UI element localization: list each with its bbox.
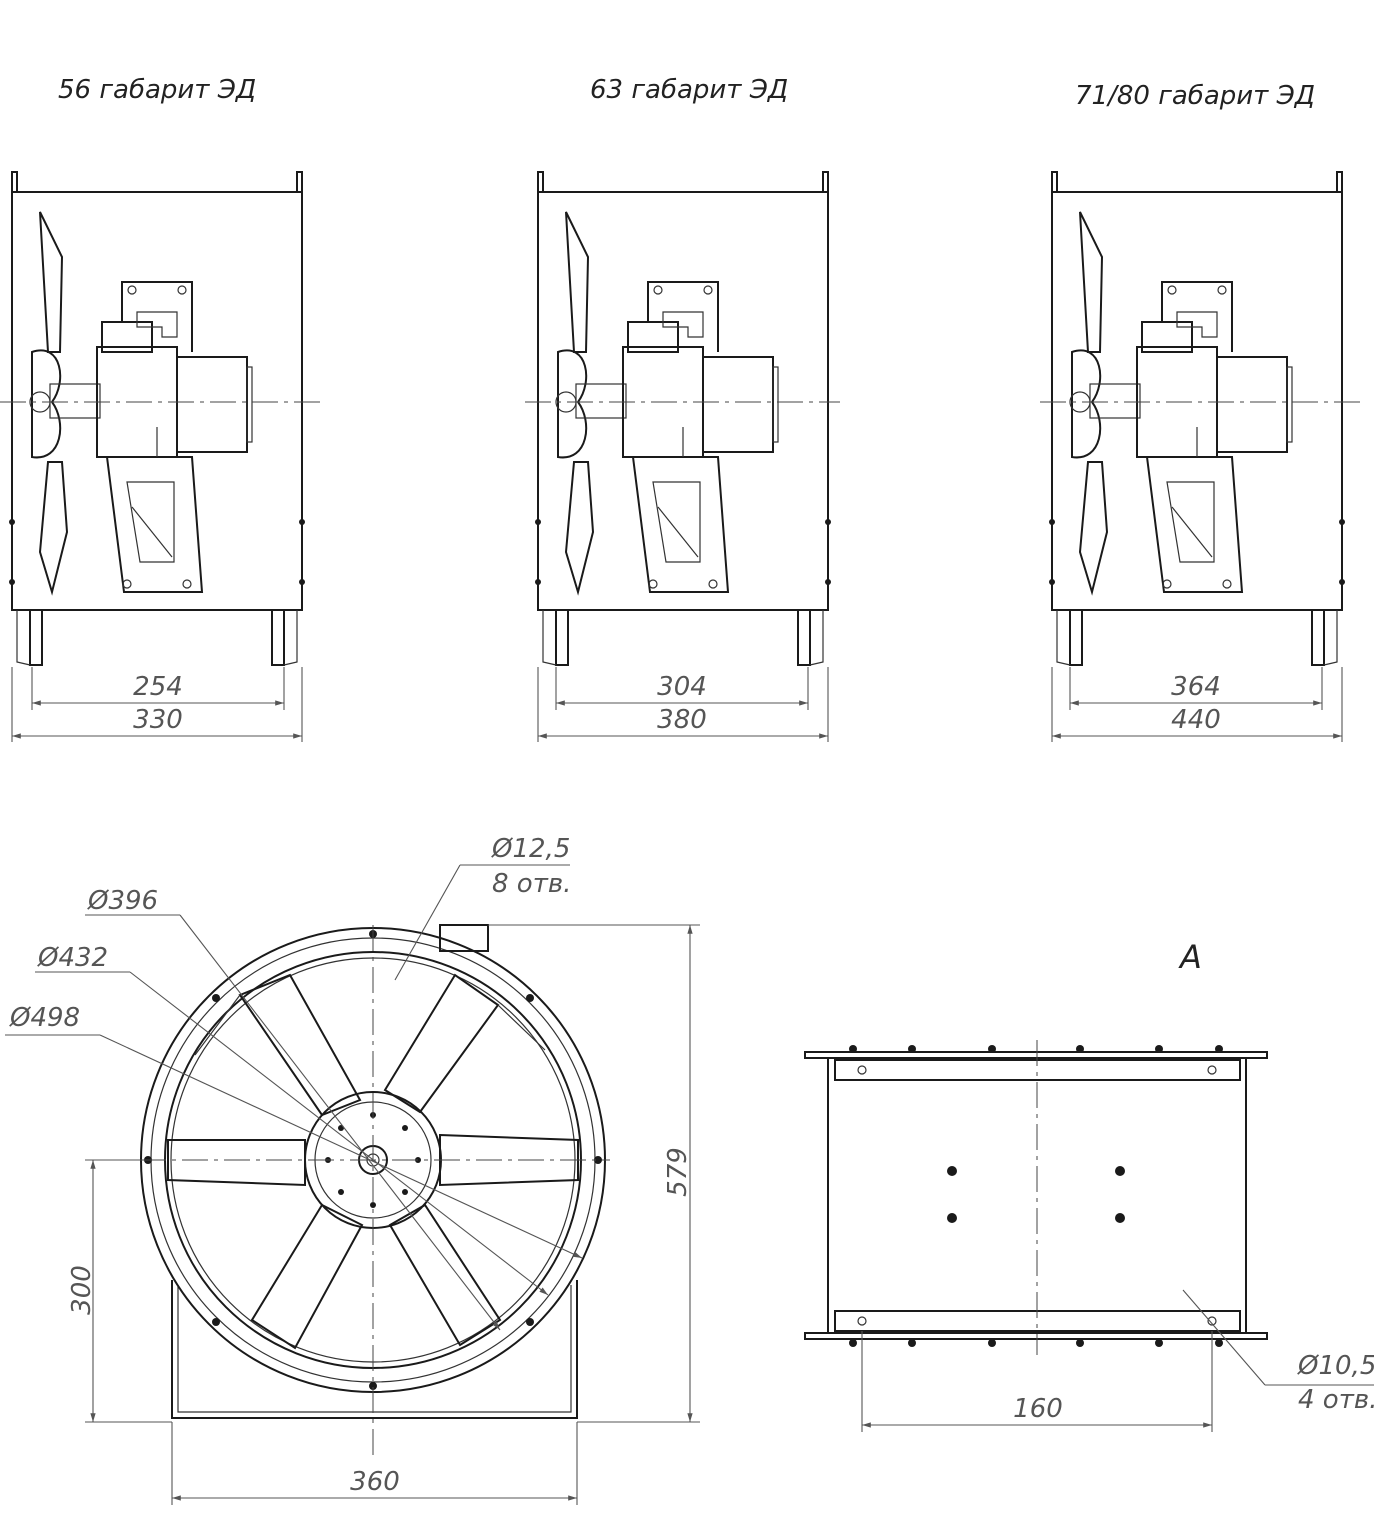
base-width-360: 360 [350,1467,400,1497]
rail-hole-count: 4 отв. [1298,1385,1374,1415]
dim-330: 330 [133,705,183,735]
dim-440: 440 [1171,705,1221,735]
title-71-80: 71/80 габарит ЭД [1075,81,1315,111]
hole-count-label: 8 отв. [492,869,571,899]
side-view-56: 56 габарит ЭД 254 330 [0,75,320,742]
dia-396: Ø396 [87,886,158,916]
front-view: Ø12,5 8 отв. Ø396 Ø432 Ø498 579 300 360 [5,834,700,1505]
dim-364: 364 [1171,672,1221,702]
axis-height-300: 300 [67,1265,97,1315]
title-56: 56 габарит ЭД [58,75,256,105]
rail-hole-dia: Ø10,5 [1297,1351,1374,1381]
side-view-63: 63 габарит ЭД 304 380 [525,75,840,742]
view-a: A [804,938,1374,1432]
dia-498: Ø498 [9,1003,80,1033]
title-63: 63 габарит ЭД [590,75,788,105]
dim-254: 254 [133,672,183,702]
height-579: 579 [663,1147,693,1197]
dim-304: 304 [657,672,707,702]
dia-432: Ø432 [37,943,108,973]
hole-spacing-160: 160 [1013,1394,1063,1424]
dim-380: 380 [657,705,707,735]
view-a-label: A [1178,938,1202,976]
side-view-71-80: 71/80 габарит ЭД 364 440 [1040,81,1360,742]
impeller-blades [167,973,579,1350]
hole-dia-label: Ø12,5 [491,834,570,864]
